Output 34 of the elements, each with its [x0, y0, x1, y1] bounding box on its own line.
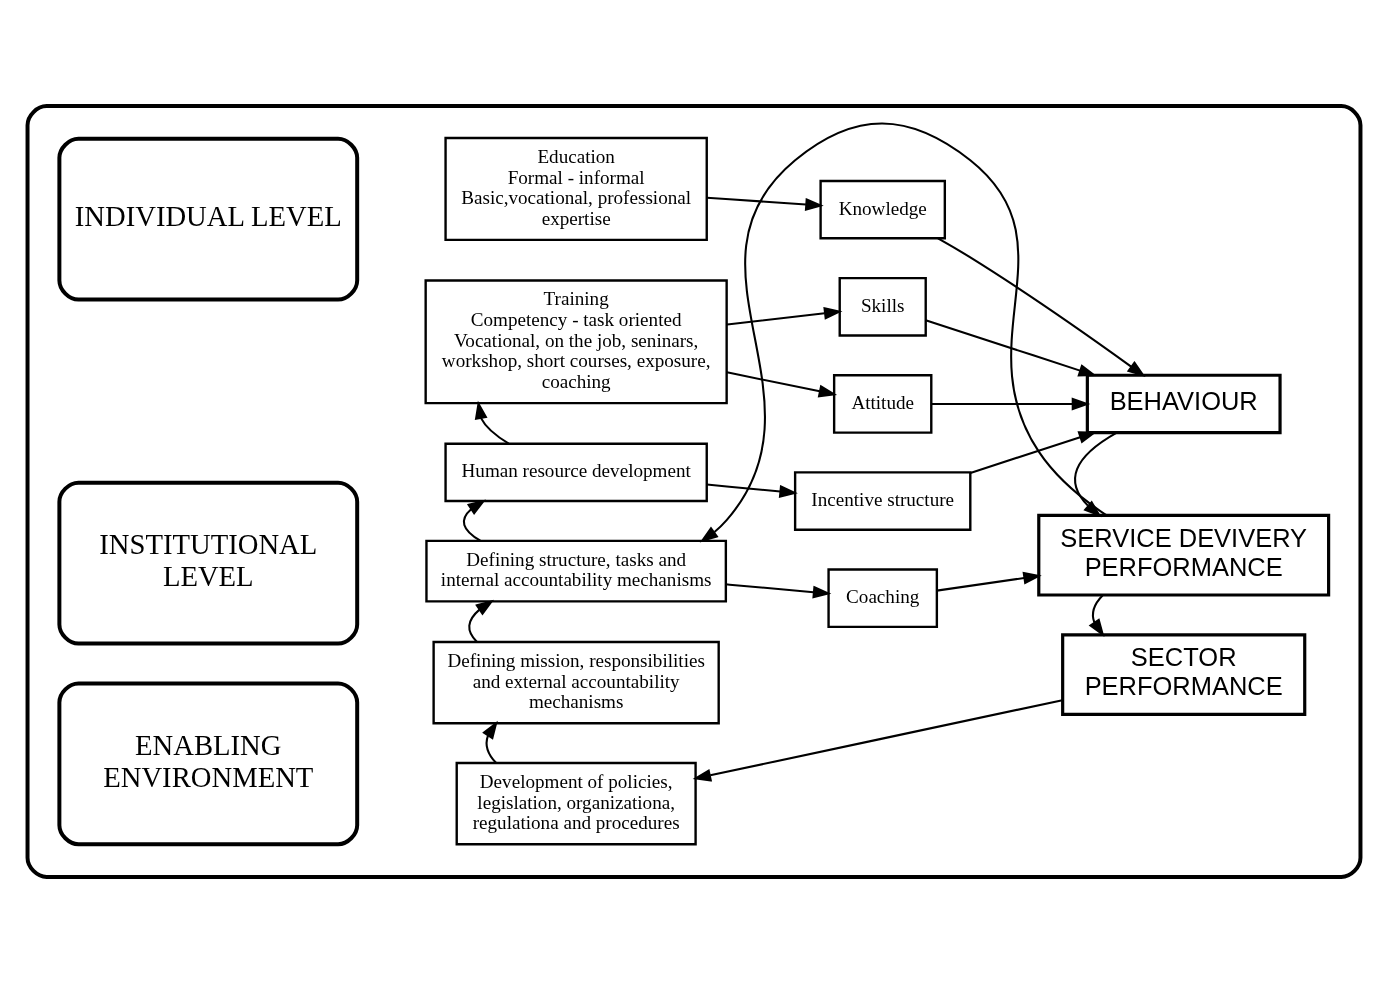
arrow — [1088, 594, 1105, 638]
node-box: Defining structure, tasks and internal accountability mechanisms — [425, 539, 728, 603]
cluster — [25, 104, 1363, 879]
arrow — [706, 483, 798, 498]
arrow — [468, 599, 495, 643]
node-box: SECTOR PERFORMANCE — [1061, 633, 1307, 717]
arrow — [474, 400, 510, 445]
node-box: INDIVIDUAL LEVEL — [57, 136, 360, 302]
node-box: Coaching — [827, 568, 939, 629]
node-box: SERVICE DEVIVERY PERFORMANCE — [1037, 513, 1331, 597]
node-box: Skills — [838, 276, 927, 337]
arrow — [925, 319, 1097, 377]
node-box: INSTITUTIONAL LEVEL — [57, 480, 360, 646]
arrow — [726, 371, 838, 398]
node-box: Attitude — [832, 374, 933, 434]
arrow — [462, 499, 486, 542]
arrow — [725, 583, 832, 599]
node-box: ENABLING ENVIRONMENT — [57, 681, 360, 847]
arrow — [482, 720, 498, 764]
arrow — [936, 571, 1042, 592]
node-box: Education Formal - informal Basic,vocational, professional expertise — [444, 136, 708, 242]
arrow — [931, 397, 1091, 411]
arrow — [706, 196, 824, 211]
node-box: Knowledge — [819, 179, 946, 240]
node-box: Human resource development — [444, 442, 708, 503]
node-box: Defining mission, responsibilities and external accountability mechanisms — [432, 640, 720, 725]
arrow — [937, 237, 1146, 377]
arrow — [726, 306, 843, 326]
node-box: BEHAVIOUR — [1085, 373, 1282, 435]
arrow — [692, 699, 1063, 782]
node-box: Incentive structure — [793, 471, 972, 531]
node-box: Training Competency - task oriented Vocational, on the job, seninars, workshop, short courses, exposure, coaching — [424, 279, 728, 405]
node-box: Development of policies, legislation, organizationa, regulationa and procedures — [455, 761, 697, 846]
arrow — [699, 122, 1107, 543]
